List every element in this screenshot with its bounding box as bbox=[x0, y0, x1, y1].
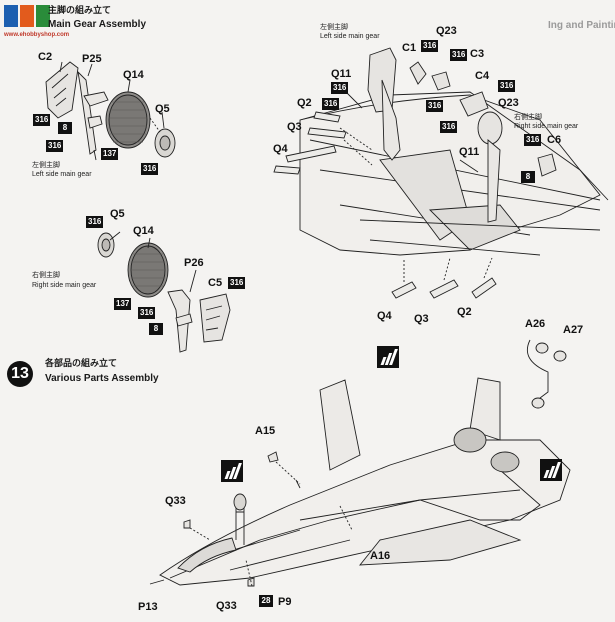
part-q5-label: Q5 bbox=[110, 208, 125, 220]
section12-title-jp: 主脚の組み立て bbox=[48, 6, 112, 16]
color-badge: 316 bbox=[331, 82, 349, 94]
color-badge: 8 bbox=[58, 122, 72, 134]
color-badge: 316 bbox=[138, 307, 156, 319]
paint-scheme-icon bbox=[221, 460, 243, 482]
color-badge: 316 bbox=[426, 100, 444, 112]
color-badge: 316 bbox=[440, 121, 458, 133]
part-q2-label: Q2 bbox=[297, 97, 312, 109]
section13-title-jp: 各部品の組み立て bbox=[45, 359, 118, 369]
color-badge: 137 bbox=[101, 148, 119, 160]
right-header-text: Ing and Painting bbox=[548, 20, 615, 31]
color-badge: 316 bbox=[524, 134, 542, 146]
color-badge: 316 bbox=[450, 49, 468, 61]
watermark-url: www.ehobbyshop.com bbox=[4, 32, 70, 38]
part-a15-label: A15 bbox=[255, 425, 276, 437]
color-badge: 316 bbox=[86, 216, 104, 228]
right-gear-caption-jp: 右側主脚 bbox=[32, 272, 60, 279]
part-q5-label: Q5 bbox=[155, 103, 170, 115]
part-c4-label: C4 bbox=[475, 70, 490, 82]
part-a26-label: A26 bbox=[525, 318, 546, 330]
part-p13-label: P13 bbox=[138, 601, 158, 613]
color-badge: 316 bbox=[421, 40, 439, 52]
color-badge: 316 bbox=[322, 98, 340, 110]
color-badge: 316 bbox=[141, 163, 159, 175]
part-q3-label: Q3 bbox=[414, 313, 429, 325]
part-q33-label: Q33 bbox=[216, 600, 237, 612]
part-c5-label: C5 bbox=[208, 277, 223, 289]
left-gear-caption-en: Left side main gear bbox=[32, 171, 92, 178]
part-q11-label: Q11 bbox=[331, 68, 352, 80]
watermark-graphic bbox=[4, 5, 50, 27]
part-a16-label: A16 bbox=[370, 550, 391, 562]
part-q11-label: Q11 bbox=[459, 146, 480, 158]
fuselage-right-caption-jp: 右側主脚 bbox=[514, 114, 542, 121]
fuselage-right-caption-en: Right side main gear bbox=[514, 123, 579, 130]
color-badge: 8 bbox=[521, 171, 535, 183]
part-p25-label: P25 bbox=[82, 53, 102, 65]
color-badge: 316 bbox=[228, 277, 246, 289]
watermark-logo: www.ehobbyshop.com bbox=[2, 2, 69, 38]
part-c2-label: C2 bbox=[38, 51, 53, 63]
part-c3-label: C3 bbox=[470, 48, 485, 60]
color-badge: 316 bbox=[33, 114, 51, 126]
paint-scheme-icon bbox=[540, 459, 562, 481]
part-a27-label: A27 bbox=[563, 324, 584, 336]
paint-scheme-icon bbox=[377, 346, 399, 368]
part-q14-label: Q14 bbox=[123, 69, 144, 81]
fuselage-left-caption-en: Left side main gear bbox=[320, 33, 380, 40]
right-gear-caption-en: Right side main gear bbox=[32, 282, 97, 289]
part-q33-label: Q33 bbox=[165, 495, 186, 507]
step-number-badge: 13 bbox=[7, 361, 33, 387]
color-badge: 316 bbox=[46, 140, 64, 152]
left-gear-caption-jp: 左側主脚 bbox=[32, 162, 60, 169]
part-c6-label: C6 bbox=[547, 134, 562, 146]
part-q23-label: Q23 bbox=[436, 25, 457, 37]
color-badge: 316 bbox=[498, 80, 516, 92]
color-badge: 28 bbox=[259, 595, 273, 607]
part-q23-label: Q23 bbox=[498, 97, 519, 109]
fuselage-left-caption-jp: 左側主脚 bbox=[320, 24, 348, 31]
part-q2-label: Q2 bbox=[457, 306, 472, 318]
part-q3-label: Q3 bbox=[287, 121, 302, 133]
part-q4-label: Q4 bbox=[377, 310, 392, 322]
part-q14-label: Q14 bbox=[133, 225, 154, 237]
part-q4-label: Q4 bbox=[273, 143, 288, 155]
part-p26-label: P26 bbox=[184, 257, 204, 269]
color-badge: 8 bbox=[149, 323, 163, 335]
color-badge: 137 bbox=[114, 298, 132, 310]
part-c1-label: C1 bbox=[402, 42, 417, 54]
part-p9-label: P9 bbox=[278, 596, 292, 608]
section13-title-en: Various Parts Assembly bbox=[45, 373, 159, 384]
section12-title-en: Main Gear Assembly bbox=[48, 19, 147, 30]
